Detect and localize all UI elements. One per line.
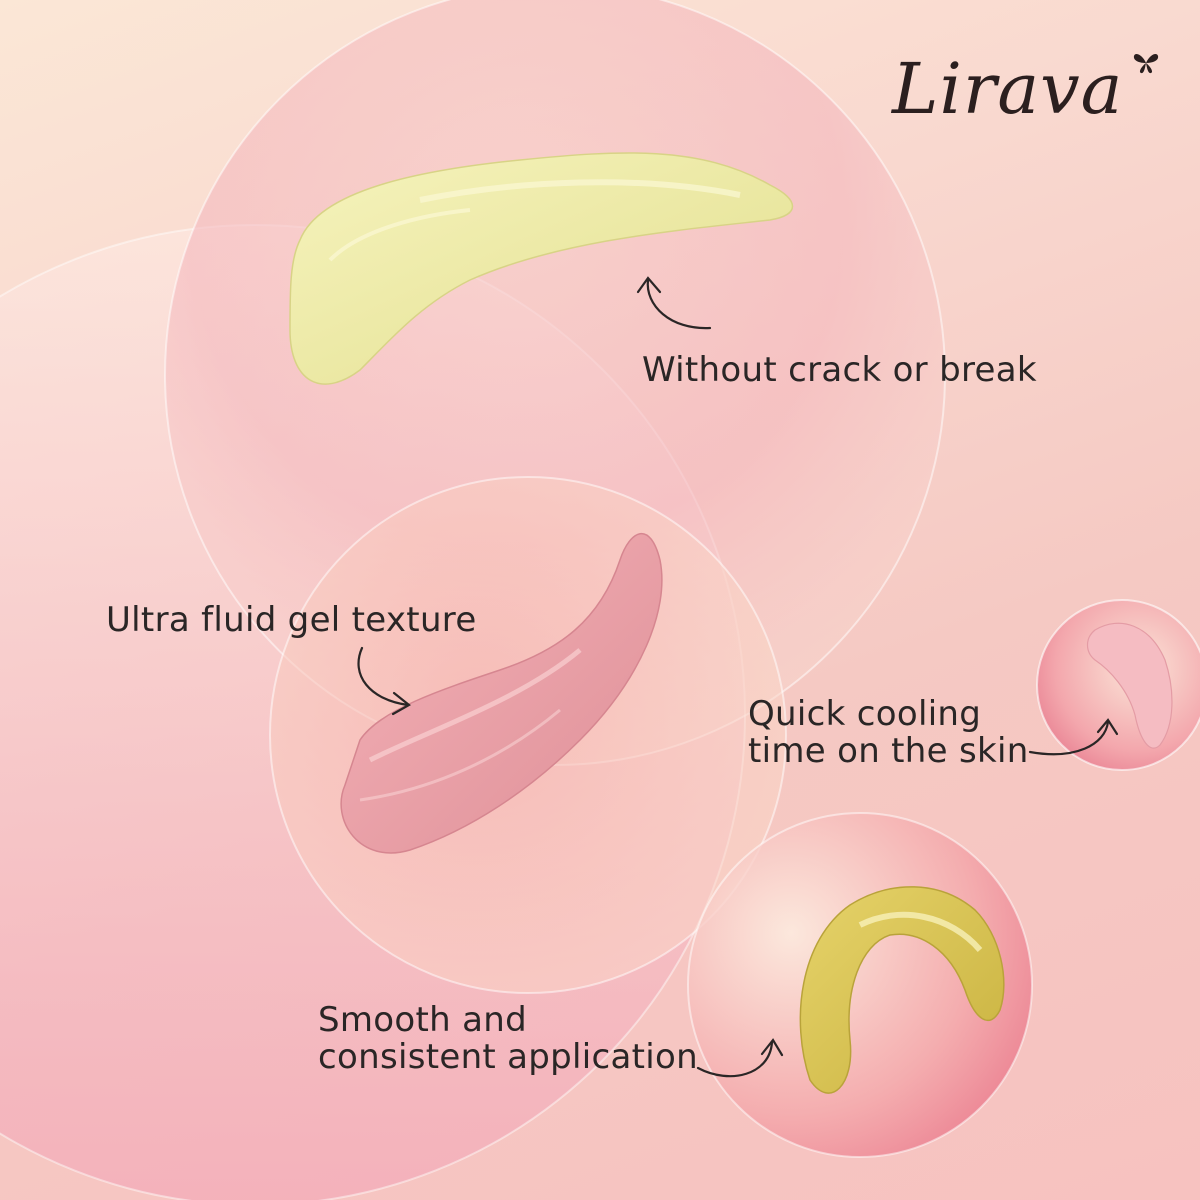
caption-fluid-texture: Ultra fluid gel texture bbox=[106, 602, 477, 639]
caption-without-crack: Without crack or break bbox=[642, 352, 1037, 389]
arrow-fluid bbox=[357, 646, 411, 716]
caption-line-1: Smooth and bbox=[318, 1000, 527, 1040]
butterfly-icon bbox=[1133, 54, 1159, 74]
caption-text: Ultra fluid gel texture bbox=[106, 600, 477, 640]
brand-name: Lirava bbox=[892, 48, 1124, 130]
caption-text: Without crack or break bbox=[642, 350, 1037, 390]
caption-line-2: time on the skin bbox=[748, 730, 1029, 771]
brand-logo: Lirava bbox=[892, 40, 1172, 150]
yellow-swatch bbox=[289, 152, 793, 385]
arrow-smooth bbox=[696, 1038, 784, 1078]
arrow-crack bbox=[636, 276, 712, 330]
arrow-cooling bbox=[1028, 718, 1119, 756]
pink-swatch bbox=[340, 533, 663, 854]
caption-line-2: consistent application bbox=[318, 1036, 699, 1077]
gold-swatch bbox=[799, 886, 1005, 1094]
caption-quick-cooling: Quick cooling time on the skin bbox=[748, 696, 1029, 769]
caption-smooth-application: Smooth and consistent application bbox=[318, 1002, 698, 1075]
caption-line-1: Quick cooling bbox=[748, 694, 982, 734]
small-pink-swatch bbox=[1086, 622, 1173, 749]
